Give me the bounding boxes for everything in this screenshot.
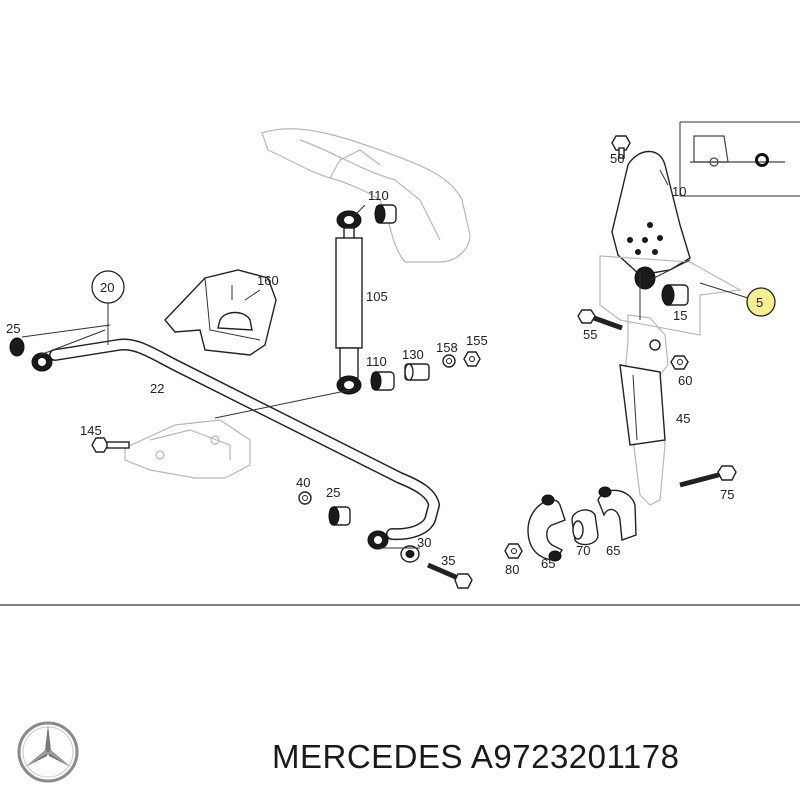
sleeve-130: [404, 363, 430, 381]
leader-lines: [39, 169, 749, 549]
vehicle-inset-icon: [679, 121, 800, 197]
label-30: 30: [417, 535, 431, 550]
label-60: 60: [678, 373, 692, 388]
label-80: 80: [505, 562, 519, 577]
label-40: 40: [296, 475, 310, 490]
mounting-bracket-160: [164, 269, 277, 356]
nut-80: [504, 543, 523, 559]
label-70: 70: [576, 543, 590, 558]
frame-outline: [261, 128, 471, 263]
label-50: 50: [610, 151, 624, 166]
label-145: 145: [80, 423, 102, 438]
bolt-75: [679, 465, 737, 488]
bolt-145: [91, 437, 130, 453]
label-75: 75: [720, 487, 734, 502]
link-rod-20: [9, 324, 111, 372]
bar-mount-bracket: [124, 419, 251, 479]
bushing-25-right: [328, 506, 351, 526]
washer-158: [442, 354, 456, 368]
nut-155: [463, 351, 481, 367]
label-110-bottom: 110: [366, 354, 387, 369]
label-65-left: 65: [541, 556, 555, 571]
label-10: 10: [672, 184, 686, 199]
nut-60: [670, 355, 689, 370]
mercedes-star-icon: [17, 721, 79, 783]
label-45: 45: [676, 411, 690, 426]
label-20: 20: [100, 280, 114, 295]
callout-circle-5: [746, 287, 776, 317]
bolt-55: [577, 309, 623, 331]
label-55: 55: [583, 327, 597, 342]
label-65-right: 65: [606, 543, 620, 558]
bushing-110-top: [374, 204, 397, 224]
link-end-30: [367, 530, 420, 563]
clamp-65-left: [527, 494, 566, 562]
label-25-right: 25: [326, 485, 340, 500]
bolt-35: [427, 562, 473, 589]
stabilizer-bar-22: [49, 338, 441, 541]
label-22: 22: [150, 381, 164, 396]
label-110-top: 110: [368, 188, 389, 203]
bushing-110-bottom: [370, 371, 395, 391]
callout-circle-20: [91, 270, 125, 304]
label-130: 130: [402, 347, 424, 362]
shock-absorber-105: [335, 210, 363, 395]
label-25-left: 25: [6, 321, 20, 336]
washer-40: [298, 491, 312, 505]
label-160: 160: [257, 273, 279, 288]
label-105: 105: [366, 289, 388, 304]
label-5: 5: [756, 295, 763, 310]
label-158: 158: [436, 340, 458, 355]
label-15: 15: [673, 308, 687, 323]
hanger-bracket-45: [619, 314, 669, 506]
bolt-50: [611, 135, 631, 159]
label-155: 155: [466, 333, 488, 348]
part-number-title: MERCEDES A9723201178: [272, 738, 680, 775]
label-35: 35: [441, 553, 455, 568]
clamp-65-right: [597, 486, 637, 541]
bracket-plate-10: [611, 150, 691, 276]
bushing-70: [571, 509, 599, 546]
